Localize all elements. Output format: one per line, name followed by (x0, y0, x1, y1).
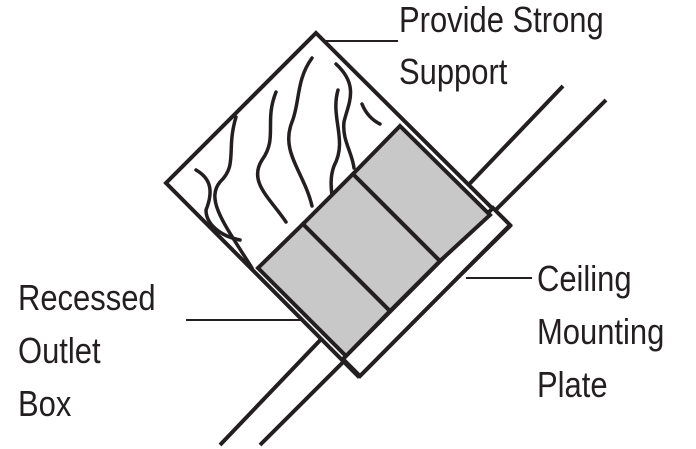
box-label-line1: Recessed (18, 279, 156, 319)
plate-label-line1: Ceiling (537, 260, 632, 300)
box-label-line3: Box (18, 385, 72, 425)
plate-label-line3: Plate (537, 366, 608, 406)
wood-grain (194, 56, 382, 270)
support-label-line1: Provide Strong (399, 1, 604, 41)
outlet-box-section-3 (350, 123, 493, 264)
box-label-line2: Outlet (18, 332, 101, 372)
support-label-line2: Support (399, 53, 508, 93)
plate-label-line2: Mounting (537, 313, 664, 353)
